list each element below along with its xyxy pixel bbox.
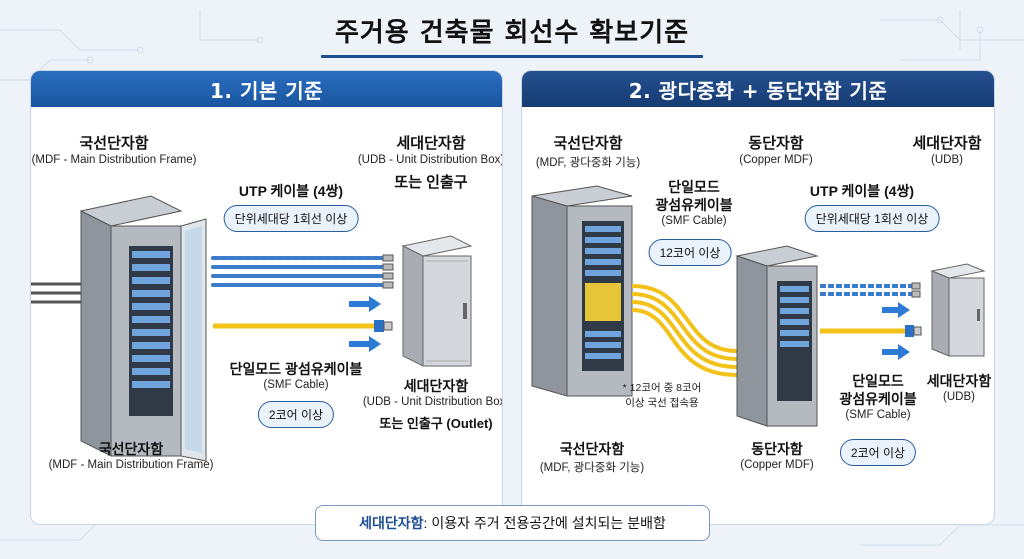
mdf-bottom-sub-label: (MDF - Main Distribution Frame) (48, 459, 214, 471)
smf2-sub-label: (SMF Cable) (845, 409, 911, 421)
utp-cable-label: UTP 케이블 (4쌍) (238, 183, 344, 199)
copper-mdf-rack-icon (735, 245, 819, 427)
panel-header-multiplex: 2. 광다중화 + 동단자함 기준 (522, 71, 994, 107)
udb-label: 세대단자함 (396, 135, 466, 152)
page-title: 주거용 건축물 회선수 확보기준 (320, 10, 704, 58)
mdf-sub-label: (MDF - Main Distribution Frame) (31, 154, 197, 166)
udb-sub-label: (UDB - Unit Distribution Box) (357, 154, 503, 166)
multiplex-standard-diagram (531, 185, 986, 427)
core-note-line1: * 12코어 중 8코어 (622, 382, 702, 394)
udb-right-label: 세대단자함 (912, 135, 982, 152)
utp-requirement-badge-right: 단위세대당 1회선 이상 (804, 205, 940, 232)
smf-label-line1: 단일모드 (668, 179, 720, 195)
udb-bottom-label: 세대단자함 (403, 378, 469, 394)
mdf-multiplex-label: 국선단자함 (553, 135, 623, 152)
udb-label-outlet: 또는 인출구 (394, 174, 468, 191)
mdf-multiplex-rack-icon (531, 185, 633, 397)
arrow-right-icon (882, 302, 910, 360)
udb-bottom-sub-label: (UDB - Unit Distribution Box) (362, 396, 503, 408)
smf-requirement-badge: 2코어 이상 (257, 401, 335, 428)
smf-fiber-bundle (631, 284, 738, 377)
mdf-multiplex-sub-label: (MDF, 광다중화 기능) (535, 157, 641, 169)
copper-mdf-label: 동단자함 (748, 135, 804, 152)
arrow-right-icon (349, 296, 381, 352)
definition-text: : 이용자 주거 전용공간에 설치되는 분배함 (423, 515, 666, 531)
core-note-line2: 이상 국선 접속용 (625, 397, 699, 409)
utp-cables (211, 256, 388, 287)
smf2-label-line2: 광섬유케이블 (839, 391, 917, 407)
udb-bottom-outlet-label: 또는 인출구 (Outlet) (379, 416, 493, 431)
mdf-bottom-label: 국선단자함 (98, 441, 164, 457)
smf-connector-right (905, 325, 922, 337)
smf-cable-label: 단일모드 광섬유케이블 (229, 361, 363, 377)
utp-label-right: UTP 케이블 (4쌍) (809, 183, 915, 199)
definition-term: 세대단자함 (359, 515, 424, 531)
smf2-label-line1: 단일모드 (852, 373, 904, 389)
panel-header-basic: 1. 기본 기준 (31, 71, 502, 107)
udb-right-sub-label: (UDB) (931, 154, 963, 166)
smf-core-badge: 12코어 이상 (648, 239, 732, 266)
panel-basic-standard: 1. 기본 기준 (30, 70, 503, 525)
udb-right-bottom-label: 세대단자함 (926, 373, 992, 389)
copper-mdf-bottom-sub-label: (Copper MDF) (740, 459, 814, 471)
udb-right-bottom-sub-label: (UDB) (943, 391, 975, 403)
udb-box-icon (401, 235, 473, 367)
title-wrap: 주거용 건축물 회선수 확보기준 (0, 10, 1024, 58)
smf-sub-label-right: (SMF Cable) (661, 215, 727, 227)
panel-multiplex-standard: 2. 광다중화 + 동단자함 기준 (521, 70, 995, 525)
utp-requirement-badge: 단위세대당 1회선 이상 (223, 205, 359, 232)
mdf-label: 국선단자함 (79, 135, 149, 152)
incoming-lines (31, 282, 83, 304)
definition-box: 세대단자함 : 이용자 주거 전용공간에 설치되는 분배함 (315, 505, 710, 541)
utp-cables-right (820, 284, 914, 296)
smf2-core-badge: 2코어 이상 (839, 439, 917, 466)
mdf-rack-icon (79, 195, 207, 462)
mdf-multiplex-bottom-sub-label: (MDF, 광다중화 기능) (539, 462, 645, 474)
smf-label-line2: 광섬유케이블 (655, 197, 733, 213)
utp-connectors (382, 254, 394, 289)
mdf-multiplex-bottom-label: 국선단자함 (559, 441, 625, 457)
smf-connector (374, 320, 393, 332)
udb-box-right-icon (930, 263, 986, 357)
smf-cable-sub-label: (SMF Cable) (263, 379, 329, 391)
basic-standard-diagram (31, 195, 473, 462)
utp-connectors-right (911, 282, 921, 298)
copper-mdf-sub-label: (Copper MDF) (739, 154, 813, 166)
copper-mdf-bottom-label: 동단자함 (751, 441, 803, 457)
